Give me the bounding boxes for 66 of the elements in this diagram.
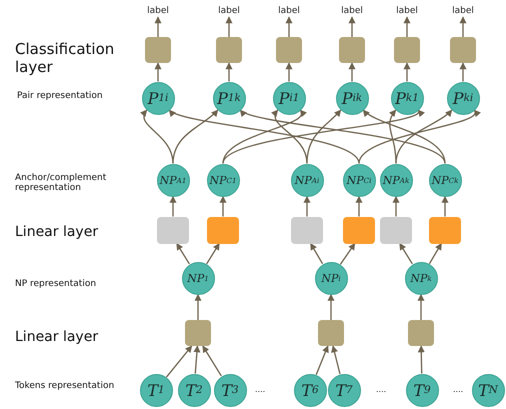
arrow: [226, 62, 232, 82]
classifier-box: [394, 37, 420, 63]
classifier-box: [276, 37, 302, 63]
arrow: [460, 62, 466, 82]
row-label: Pair representation: [17, 91, 104, 101]
arrow: [220, 196, 226, 216]
arrow: [286, 62, 292, 82]
linear-unit-box: [408, 320, 434, 346]
classifier-box: [216, 37, 242, 63]
linear-unit-box: [291, 216, 323, 244]
arrow: [399, 242, 413, 264]
arrow: [356, 196, 362, 216]
linear-unit-box: [343, 216, 375, 244]
output-label: label: [392, 5, 422, 17]
arrow: [328, 294, 334, 320]
arrow: [404, 62, 410, 82]
linear-unit-box: [185, 320, 211, 346]
ellipsis: ....: [255, 385, 266, 394]
arrow: [176, 242, 190, 264]
output-label: label: [214, 5, 244, 17]
arrow: [170, 196, 176, 216]
row-label: NP representation: [15, 279, 98, 289]
arrow: [226, 16, 232, 37]
layer-title: Classification layer: [15, 40, 115, 76]
arrow: [154, 16, 162, 37]
arrow: [331, 345, 341, 374]
output-label: label: [448, 5, 478, 17]
arrow: [193, 345, 200, 374]
arrow: [194, 294, 202, 320]
arrow: [460, 16, 466, 37]
arrow: [172, 110, 218, 164]
arrow: [316, 345, 329, 375]
linear-unit-box: [157, 216, 189, 244]
arrow: [286, 16, 292, 37]
layer-title: Linear layer: [15, 224, 100, 240]
output-label: label: [274, 5, 304, 17]
arrow: [392, 196, 400, 216]
row-label: Tokens representation: [15, 381, 115, 391]
arrow: [348, 62, 356, 82]
output-label: label: [337, 5, 367, 17]
linear-unit-box: [380, 216, 412, 244]
classifier-box: [450, 37, 476, 63]
arrow: [442, 196, 448, 216]
arrow: [206, 242, 220, 264]
arrow: [304, 196, 310, 216]
output-label: label: [143, 5, 173, 17]
row-label: Anchor/complement representation: [15, 173, 108, 193]
linear-unit-box: [429, 216, 461, 244]
arrow: [404, 16, 410, 37]
arrow: [418, 345, 425, 374]
arrow: [348, 16, 356, 37]
arrow: [140, 109, 174, 164]
ellipsis: ....: [376, 385, 386, 394]
ellipsis: ....: [453, 385, 464, 394]
arrow: [310, 242, 324, 264]
arrow: [418, 294, 424, 320]
arrow: [340, 242, 356, 265]
linear-unit-box: [318, 320, 344, 346]
arrow: [154, 62, 162, 82]
arrow: [202, 345, 222, 376]
classifier-box: [145, 37, 171, 63]
classifier-box: [339, 37, 365, 63]
arrow: [166, 345, 192, 378]
arrow: [428, 242, 442, 264]
linear-unit-box: [207, 216, 239, 244]
layer-title: Linear layer: [15, 329, 100, 345]
